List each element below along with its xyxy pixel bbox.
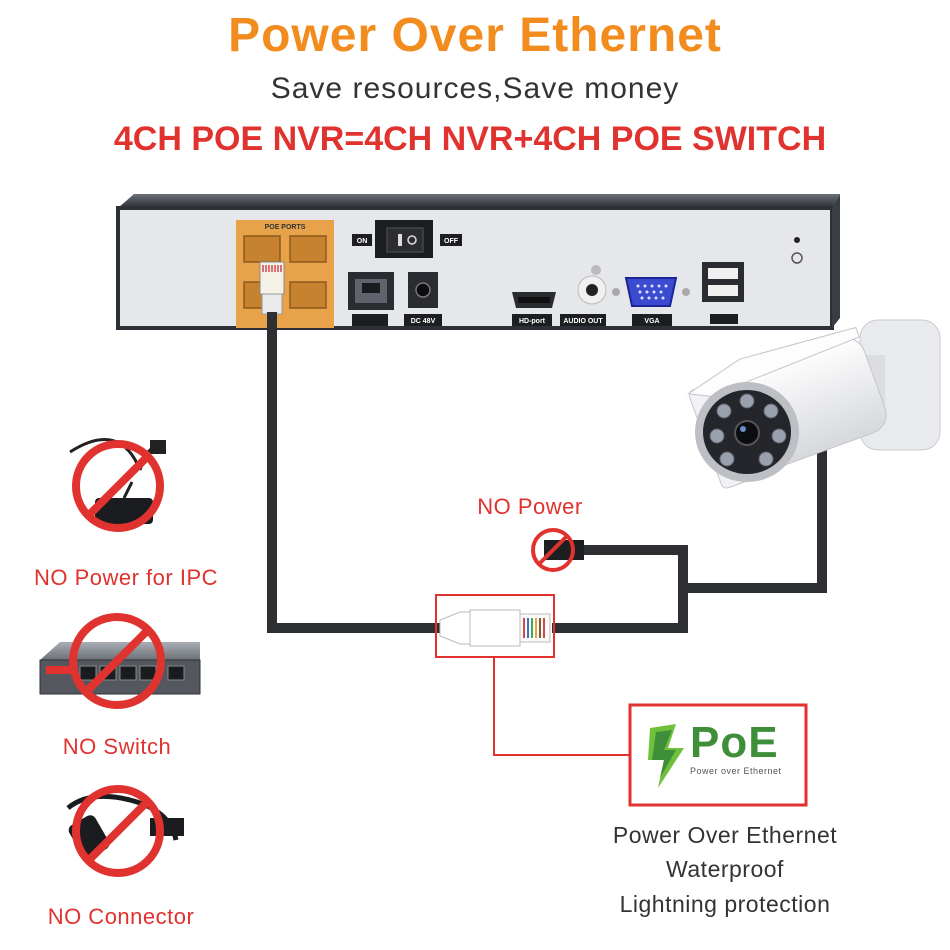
poe-logo-box: [628, 703, 808, 807]
equation-headline: 4CH POE NVR=4CH NVR+4CH POE SWITCH: [113, 120, 827, 158]
bullet-camera: [686, 319, 941, 489]
page-title: Power Over Ethernet: [228, 9, 722, 62]
no-power-for-ipc-label: NO Power for IPC: [33, 565, 219, 590]
hd-port-label: HD-port: [519, 318, 546, 325]
switch-off-label: OFF: [444, 238, 459, 245]
dc-label: DC 48V: [411, 318, 436, 325]
switch-on-label: ON: [357, 238, 368, 245]
power-adapter: [69, 438, 166, 532]
no-power-plug: [531, 528, 584, 572]
no-switch-label: NO Switch: [62, 734, 172, 759]
connector-callout-line: [493, 657, 630, 756]
poe-ports: POE PORTS: [236, 220, 334, 328]
feature-lightning-protection: Lightning protection: [619, 891, 831, 917]
no-power-label: NO Power: [477, 494, 583, 519]
feature-power-over-ethernet: Power Over Ethernet: [612, 822, 838, 848]
rj45-connector: [435, 594, 555, 658]
page-subtitle: Save resources,Save money: [270, 72, 680, 105]
poe-logo-tagline: Power over Ethernet: [690, 766, 782, 776]
poe-switch-device: [39, 613, 201, 709]
feature-waterproof: Waterproof: [666, 856, 784, 882]
poe-ports-label: POE PORTS: [265, 224, 306, 231]
audio-label: AUDIO OUT: [563, 318, 603, 325]
no-connector-label: NO Connector: [47, 904, 195, 929]
poe-injector-connector: [66, 785, 184, 877]
nvr-device: POE PORTS ON OFF: [116, 194, 840, 330]
vga-label: VGA: [644, 318, 659, 325]
cable-network: [267, 312, 827, 633]
poe-logo-text: PoE: [690, 718, 779, 767]
